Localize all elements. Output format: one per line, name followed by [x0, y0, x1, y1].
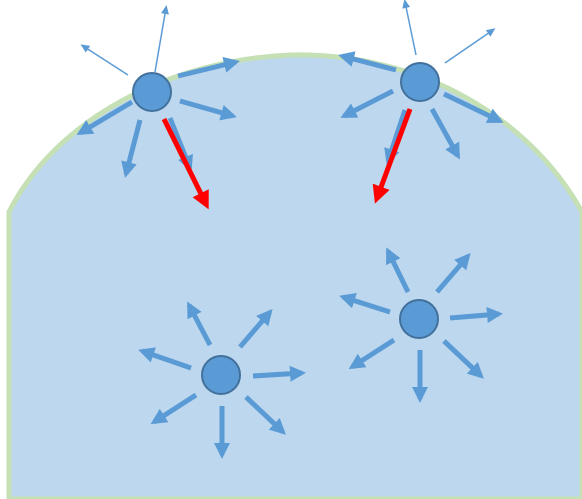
- interior-force-arrow: [348, 337, 396, 370]
- surface-force-arrow: [338, 51, 397, 73]
- upward-force-arrow: [80, 44, 129, 76]
- interior-force-arrow: [244, 395, 286, 435]
- interior-force-arrow: [442, 339, 484, 379]
- interior-force-arrow: [340, 88, 395, 119]
- interior-force-arrow: [385, 247, 411, 294]
- molecule: [400, 62, 440, 102]
- interior-force-arrow: [435, 252, 471, 294]
- surface-force-arrow: [442, 91, 504, 124]
- net-inward-force-arrow: [161, 117, 209, 210]
- interior-force-arrow: [449, 307, 503, 323]
- interior-force-arrow: [179, 98, 237, 121]
- surface-force-arrow: [76, 99, 134, 136]
- surface-force-arrow: [177, 57, 240, 79]
- interior-force-arrow: [429, 107, 461, 160]
- surface-molecule-right: [338, 0, 504, 204]
- interior-force-arrow: [121, 119, 143, 178]
- interior-force-arrow: [339, 293, 391, 315]
- interior-force-arrow: [138, 347, 192, 371]
- interior-force-arrow: [186, 301, 213, 347]
- molecule: [399, 299, 439, 339]
- upward-force-arrow: [154, 5, 169, 73]
- interior-force-arrow: [238, 308, 273, 349]
- interior-force-arrow: [252, 365, 306, 382]
- interior-force-arrow: [384, 109, 408, 165]
- net-inward-force-arrow: [372, 108, 413, 204]
- molecule: [132, 72, 172, 112]
- interior-molecule-right: [339, 247, 503, 403]
- molecule: [201, 355, 241, 395]
- surface-molecule-left: [76, 5, 240, 210]
- interior-molecule-left: [138, 301, 306, 459]
- upward-force-arrow: [402, 0, 417, 56]
- interior-force-arrow: [150, 392, 198, 425]
- upward-force-arrow: [444, 28, 496, 64]
